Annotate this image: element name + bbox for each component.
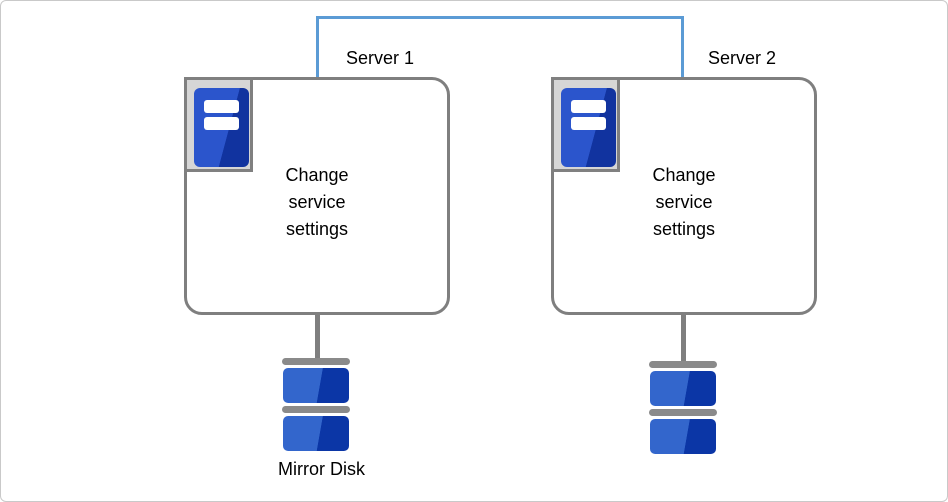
disk-cap <box>649 409 717 416</box>
server1-disk-connector-line <box>315 313 320 359</box>
server1-box-text: Change service settings <box>285 165 349 239</box>
disk-platter <box>283 416 349 451</box>
disk-cap <box>282 358 350 365</box>
disk-platter <box>650 419 716 454</box>
server-slot-bar <box>204 100 239 113</box>
disk-cap <box>649 361 717 368</box>
server-tower-body <box>194 88 249 167</box>
server-slot-bar <box>204 117 239 130</box>
server-tower-icon <box>184 77 253 172</box>
server-slot-bar <box>571 100 606 113</box>
server1-label: Server 1 <box>346 48 415 68</box>
mirror-disk-label: Mirror Disk <box>278 459 365 479</box>
server-tower-icon <box>551 77 620 172</box>
server2-box-text: Change service settings <box>652 165 716 239</box>
disk-platter <box>283 368 349 403</box>
heartbeat-connector-line <box>316 16 684 78</box>
server2-disk-connector-line <box>681 313 686 363</box>
disk-cap <box>282 406 350 413</box>
server2-label: Server 2 <box>708 48 777 68</box>
server-tower-body <box>561 88 616 167</box>
server-slot-bar <box>571 117 606 130</box>
disk-platter <box>650 371 716 406</box>
